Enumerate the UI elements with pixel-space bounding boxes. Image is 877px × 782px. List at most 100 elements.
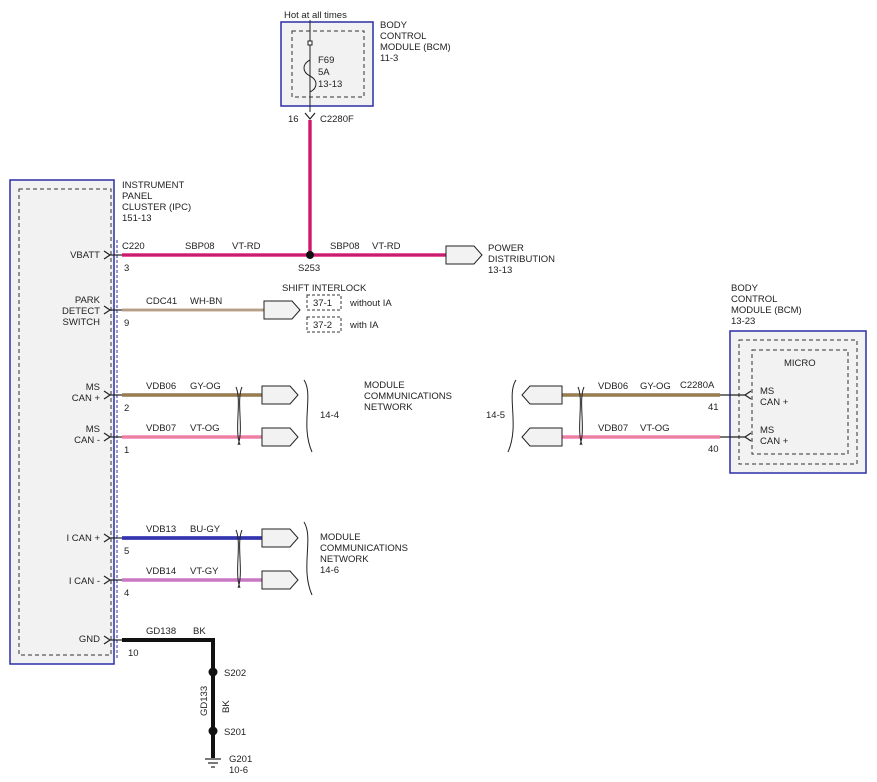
vdb07-right-color: VT-OG xyxy=(640,423,670,434)
bcm-ms-can-minus-connector-icon[interactable] xyxy=(521,427,563,447)
ipc-title-3: CLUSTER (IPC) xyxy=(122,202,191,213)
gd133-circuit: GD133 xyxy=(199,686,210,716)
power-dist-2: DISTRIBUTION xyxy=(488,254,555,265)
wire-gd138[interactable] xyxy=(122,638,215,672)
pin-park-1: PARK xyxy=(75,295,101,306)
bcm-pin-plus-1: MS xyxy=(760,386,774,397)
vdb13-color: BU-GY xyxy=(190,524,221,535)
ipc-title-2: PANEL xyxy=(122,191,152,202)
sbp08-right-color: VT-RD xyxy=(372,241,401,252)
pin-i-can-plus: I CAN + xyxy=(66,533,100,544)
bcm-micro-label: MICRO xyxy=(784,358,816,369)
bcm-top-title-3: MODULE (BCM) xyxy=(380,42,451,53)
vdb06-left-color: GY-OG xyxy=(190,381,221,392)
sbp08-right-circuit: SBP08 xyxy=(330,241,360,252)
pin-num-ms-can-plus: 2 xyxy=(124,403,129,414)
bcm-right-connector: C2280A xyxy=(680,380,715,391)
vdb07-right-circuit: VDB07 xyxy=(598,423,628,434)
ms-can-plus-connector-icon[interactable] xyxy=(261,385,299,405)
bcm-pin-minus-2: CAN + xyxy=(760,436,789,447)
bcm-right-title-2: CONTROL xyxy=(731,294,777,305)
splice-s253 xyxy=(306,251,314,259)
bcm-right-ref[interactable]: 13-23 xyxy=(731,316,755,327)
power-distribution-connector-icon[interactable] xyxy=(445,245,483,265)
gd138-color: BK xyxy=(193,626,206,637)
ipc-module[interactable] xyxy=(9,179,115,665)
bcm-pin-minus-number: 40 xyxy=(708,444,719,455)
ground-connector: G201 xyxy=(229,754,252,765)
vdb06-right-circuit: VDB06 xyxy=(598,381,628,392)
bcm-pin-plus-number: 41 xyxy=(708,402,719,413)
brace-icon xyxy=(303,521,313,596)
shift-ref-2-label: with IA xyxy=(349,320,379,331)
bcm-top-module[interactable] xyxy=(280,21,374,107)
cdc41-circuit: CDC41 xyxy=(146,296,177,307)
ground-ref[interactable]: 10-6 xyxy=(229,765,248,776)
cdc41-color: WH-BN xyxy=(190,296,222,307)
pin-num-vbatt: 3 xyxy=(124,263,129,274)
bcm-pin-plus-2: CAN + xyxy=(760,397,789,408)
network-i-1: MODULE xyxy=(320,532,361,543)
network-ms-left-1: MODULE xyxy=(364,380,405,391)
network-ms-left-2: COMMUNICATIONS xyxy=(364,391,452,402)
power-dist-1: POWER xyxy=(488,243,524,254)
ms-can-minus-connector-icon[interactable] xyxy=(261,427,299,447)
ipc-connector: C220 xyxy=(122,241,145,252)
gd138-circuit: GD138 xyxy=(146,626,176,637)
brace-icon xyxy=(303,379,313,453)
vdb14-circuit: VDB14 xyxy=(146,566,176,577)
brace-icon xyxy=(507,379,517,453)
network-ms-right-ref[interactable]: 14-5 xyxy=(486,410,505,421)
bcm-top-pin: 16 xyxy=(288,114,299,125)
sbp08-left-circuit: SBP08 xyxy=(185,241,215,252)
fuse-icon xyxy=(303,59,317,93)
pin-arrow-icon xyxy=(304,112,316,120)
pin-gnd: GND xyxy=(79,634,100,645)
sbp08-left-color: VT-RD xyxy=(232,241,261,252)
ipc-ref[interactable]: 151-13 xyxy=(122,213,152,224)
power-dist-ref[interactable]: 13-13 xyxy=(488,265,512,276)
vdb13-circuit: VDB13 xyxy=(146,524,176,535)
ground-icon xyxy=(205,758,221,768)
pin-ms-can-plus-2: CAN + xyxy=(72,393,101,404)
bcm-right-title-1: BODY xyxy=(731,283,759,294)
network-ms-left-ref[interactable]: 14-4 xyxy=(320,410,339,421)
shift-ref-1[interactable]: 37-1 xyxy=(313,298,332,309)
network-i-ref[interactable]: 14-6 xyxy=(320,565,339,576)
shift-ref-2[interactable]: 37-2 xyxy=(313,320,332,331)
pin-ms-can-minus-1: MS xyxy=(86,424,100,435)
i-can-plus-connector-icon[interactable] xyxy=(261,528,299,548)
shift-interlock-connector-icon[interactable] xyxy=(263,300,301,320)
vdb06-left-circuit: VDB06 xyxy=(146,381,176,392)
bcm-right-module[interactable] xyxy=(729,330,867,474)
bcm-connector-arrows xyxy=(720,390,752,442)
vdb14-color: VT-GY xyxy=(190,566,219,577)
pin-num-ms-can-minus: 1 xyxy=(124,445,129,456)
splice-s253-label: S253 xyxy=(298,263,320,274)
pin-ms-can-minus-2: CAN - xyxy=(74,435,100,446)
ipc-connector-arrows xyxy=(103,250,122,645)
vdb06-right-color: GY-OG xyxy=(640,381,671,392)
bcm-top-ref[interactable]: 11-3 xyxy=(380,53,398,64)
fuse-rating: 5A xyxy=(318,67,330,78)
network-ms-left-3: NETWORK xyxy=(364,402,413,413)
ipc-title-1: INSTRUMENT xyxy=(122,180,184,191)
shift-ref-1-label: without IA xyxy=(349,298,392,309)
splice-s202-label: S202 xyxy=(224,668,246,679)
i-can-minus-connector-icon[interactable] xyxy=(261,570,299,590)
pin-vbatt: VBATT xyxy=(70,250,100,261)
pin-i-can-minus: I CAN - xyxy=(69,576,100,587)
pin-num-i-can-plus: 5 xyxy=(124,546,129,557)
bcm-top-title-2: CONTROL xyxy=(380,31,426,42)
pin-park-2: DETECT xyxy=(62,306,100,317)
network-i-3: NETWORK xyxy=(320,554,369,565)
vdb07-left-circuit: VDB07 xyxy=(146,423,176,434)
bcm-right-title-3: MODULE (BCM) xyxy=(731,305,802,316)
bcm-top-connector: C2280F xyxy=(320,114,354,125)
bcm-ms-can-plus-connector-icon[interactable] xyxy=(521,385,563,405)
supply-label: Hot at all times xyxy=(284,10,347,21)
network-i-2: COMMUNICATIONS xyxy=(320,543,408,554)
splice-s201 xyxy=(208,726,218,736)
bcm-pin-minus-1: MS xyxy=(760,425,774,436)
vdb07-left-color: VT-OG xyxy=(190,423,220,434)
